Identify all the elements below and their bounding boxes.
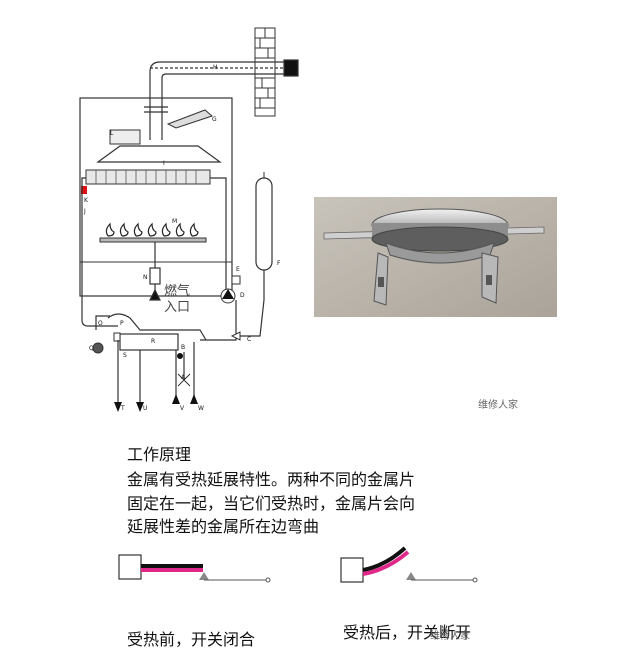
- label-b: B: [181, 344, 186, 351]
- label-a: A: [181, 374, 186, 381]
- explanation-line-3: 延展性差的金属所在边弯曲: [127, 517, 320, 536]
- explanation-line-1: 金属有受热延展特性。两种不同的金属片: [127, 470, 416, 489]
- combustion-hood: [96, 145, 222, 163]
- gas-inlet-line2: 入口: [164, 300, 191, 315]
- watermark-bottom: 维修人家: [430, 631, 470, 642]
- gas-inlet-label: 燃气 入口: [164, 284, 190, 316]
- flue-pipe: [144, 59, 299, 140]
- label-k: K: [84, 197, 88, 204]
- explanation-title: 工作原理: [127, 445, 192, 464]
- label-e: E: [236, 266, 240, 273]
- overheat-sensor: [81, 186, 87, 194]
- thermostat-photo: [314, 197, 557, 317]
- label-w: W: [198, 405, 204, 412]
- label-l: L: [110, 130, 114, 137]
- label-n: N: [143, 274, 148, 281]
- label-s: S: [123, 352, 127, 359]
- water-pipes: [81, 177, 265, 341]
- label-j: J: [84, 208, 86, 215]
- label-v: V: [180, 405, 185, 412]
- label-p: P: [120, 320, 124, 327]
- plate-exchanger-r: [119, 333, 179, 351]
- caption-before-heating: 受热前，开关闭合: [127, 630, 256, 649]
- burner-flames: [105, 222, 199, 237]
- fan-g: [166, 109, 213, 129]
- label-h: H: [213, 64, 218, 71]
- outlet-pipes: [117, 340, 195, 402]
- caption-after-heating: 受热后，开关断开: [343, 623, 472, 642]
- label-r: R: [151, 338, 156, 345]
- label-i: I: [163, 160, 165, 167]
- label-c: C: [247, 336, 252, 343]
- label-o: O: [98, 320, 103, 327]
- label-f: F: [277, 260, 281, 267]
- label-g: G: [212, 116, 217, 123]
- label-u: U: [143, 405, 148, 412]
- label-d: D: [240, 292, 245, 299]
- gas-inlet-line1: 燃气: [164, 284, 191, 299]
- watermark-top: 维修人家: [478, 400, 518, 411]
- label-m: M: [172, 218, 178, 225]
- brick-wall: [254, 27, 276, 117]
- heat-exchanger: [85, 169, 211, 185]
- explanation-line-2: 固定在一起，当它们受热时，金属片会向: [127, 494, 416, 513]
- label-t: T: [121, 405, 125, 412]
- label-q: Q: [89, 345, 94, 352]
